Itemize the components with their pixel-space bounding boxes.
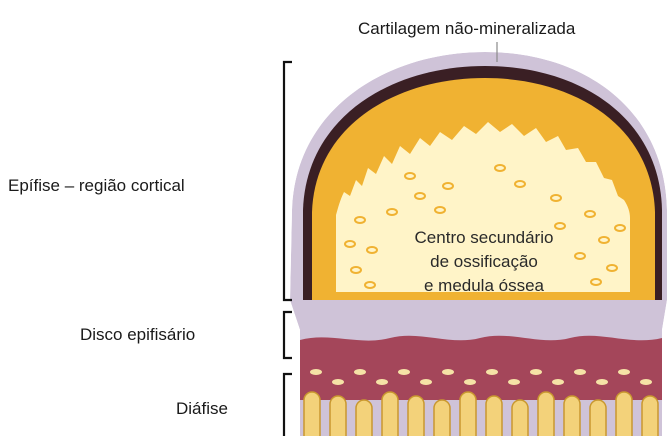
center-text-line2: de ossificação [430,252,538,271]
growth-cell [596,379,608,385]
diaphysis-column [538,392,554,436]
diaphysis-column [616,392,632,436]
growth-cell [508,379,520,385]
diaphysis-column [356,400,372,436]
center-text-line3: e medula óssea [424,276,545,295]
growth-cell [376,379,388,385]
growth-cell [332,379,344,385]
growth-cell [552,379,564,385]
diaphysis-column [590,400,606,436]
growth-cell [442,369,454,375]
growth-cell [354,369,366,375]
diaphysis-column [486,396,502,436]
diaphysis-column [642,396,658,436]
center-text-line1: Centro secundário [415,228,554,247]
growth-cell [486,369,498,375]
diaphysis-column [408,396,424,436]
diaphysis-column [382,392,398,436]
epiphysis-label: Epífise – região cortical [8,176,185,196]
growth-cell [640,379,652,385]
disc-label: Disco epifisário [80,325,195,345]
growth-plate [300,336,662,400]
growth-cell [464,379,476,385]
diaphysis-column [330,396,346,436]
diaphysis-column [434,400,450,436]
diaphysis-column [564,396,580,436]
diaphysis-column [512,400,528,436]
diaphysis-label: Diáfise [176,399,228,419]
diaphysis-column [304,392,320,436]
growth-cell [398,369,410,375]
disc-bracket [284,312,292,358]
growth-cell [574,369,586,375]
growth-cell [530,369,542,375]
diaphysis-column [460,392,476,436]
diaphysis-bracket [284,374,292,436]
growth-cell [420,379,432,385]
cartilage-label: Cartilagem não-mineralizada [358,19,575,39]
growth-cell [618,369,630,375]
growth-cell [310,369,322,375]
